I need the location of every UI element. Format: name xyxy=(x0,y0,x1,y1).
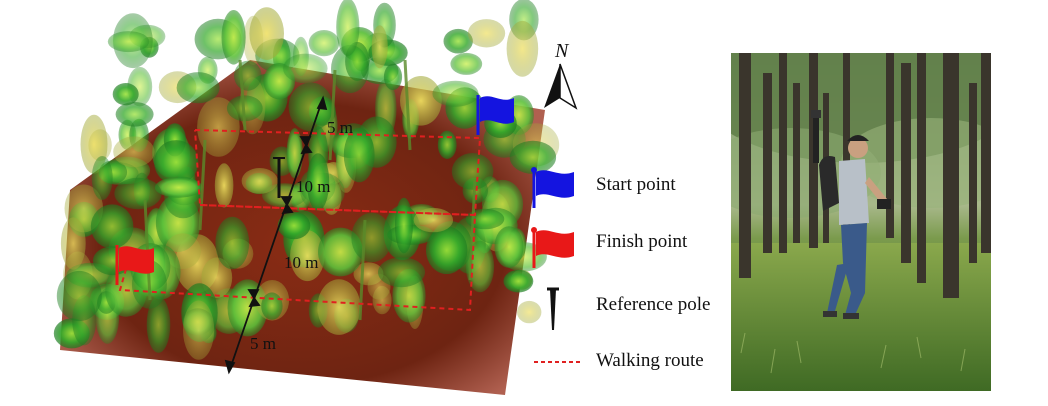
north-arrow-icon xyxy=(544,63,578,110)
canopy-blob xyxy=(437,130,457,159)
canopy-blob xyxy=(465,240,495,293)
canopy-blob xyxy=(60,217,86,270)
canopy-blob xyxy=(432,80,479,107)
canopy-blob xyxy=(183,300,215,360)
canopy-blob xyxy=(114,177,162,210)
canopy-blob xyxy=(443,28,473,54)
canopy xyxy=(53,0,560,360)
north-label: N xyxy=(555,40,569,62)
canopy-blob xyxy=(509,140,557,174)
canopy-blob xyxy=(283,53,328,84)
canopy-blob xyxy=(249,7,284,60)
canopy-blob xyxy=(506,20,539,77)
canopy-blob xyxy=(91,156,113,200)
canopy-blob xyxy=(426,226,468,274)
surveyor-figure xyxy=(811,110,891,319)
canopy-blob xyxy=(90,204,134,249)
canopy-blob xyxy=(113,136,155,168)
canopy-blob xyxy=(286,128,303,179)
legend-start-icon xyxy=(531,167,574,208)
canopy-blob xyxy=(451,153,494,190)
canopy-blob xyxy=(176,72,220,104)
canopy-blob xyxy=(241,168,278,194)
canopy-blob xyxy=(383,63,403,91)
canopy-blob xyxy=(146,296,171,353)
canopy-blob xyxy=(308,29,340,57)
canopy-blob xyxy=(351,212,393,263)
canopy-blob xyxy=(56,270,102,322)
canopy-blob xyxy=(290,230,325,282)
distance-label-bottom: 5 m xyxy=(250,334,276,353)
finish-flag-icon xyxy=(115,245,154,285)
canopy-blob xyxy=(371,25,388,69)
legend-finish-label: Finish point xyxy=(596,231,688,252)
canopy-blob xyxy=(317,279,361,335)
canopy-blob xyxy=(378,257,425,288)
canopy-blob xyxy=(336,0,360,56)
legend-route-label: Walking route xyxy=(596,350,704,371)
point-cloud-plot: 5 m 10 m 10 m 5 m xyxy=(53,0,560,395)
canopy-blob xyxy=(154,177,203,198)
canopy-blob xyxy=(112,83,139,106)
canopy-blob xyxy=(494,226,524,268)
canopy-blob xyxy=(154,140,199,185)
canopy-blob xyxy=(215,216,250,270)
canopy-blob xyxy=(214,163,234,208)
canopy-blob xyxy=(503,269,534,293)
walking-route xyxy=(118,129,482,312)
legend-finish-icon xyxy=(531,227,574,268)
canopy-blob xyxy=(221,10,246,65)
canopy-blob xyxy=(467,19,506,48)
canopy-blob xyxy=(400,76,442,126)
canopy-blob xyxy=(413,207,454,233)
canopy-blob xyxy=(288,82,333,132)
start-flag-icon xyxy=(476,95,514,135)
reference-pole-marker xyxy=(273,157,285,198)
distance-arrows xyxy=(224,95,328,375)
canopy-blob xyxy=(261,292,283,320)
distance-label-top: 5 m xyxy=(327,118,353,137)
canopy-blob xyxy=(234,60,262,91)
canopy-blob xyxy=(450,52,483,75)
canopy-blob xyxy=(115,102,154,127)
legend-start-label: Start point xyxy=(596,174,676,195)
canopy-blob xyxy=(277,211,311,240)
distance-label-lower-mid: 10 m xyxy=(284,253,318,272)
canopy-blob xyxy=(107,31,150,53)
field-photo xyxy=(731,53,991,391)
legend-pole-label: Reference pole xyxy=(596,294,711,315)
canopy-blob xyxy=(517,300,542,324)
canopy-blob xyxy=(306,153,330,211)
legend-route-icon xyxy=(534,361,582,363)
legend-pole-icon xyxy=(547,287,559,330)
distance-label-upper-mid: 10 m xyxy=(296,177,330,196)
canopy-blob xyxy=(343,127,375,183)
canopy-blob xyxy=(394,197,413,254)
